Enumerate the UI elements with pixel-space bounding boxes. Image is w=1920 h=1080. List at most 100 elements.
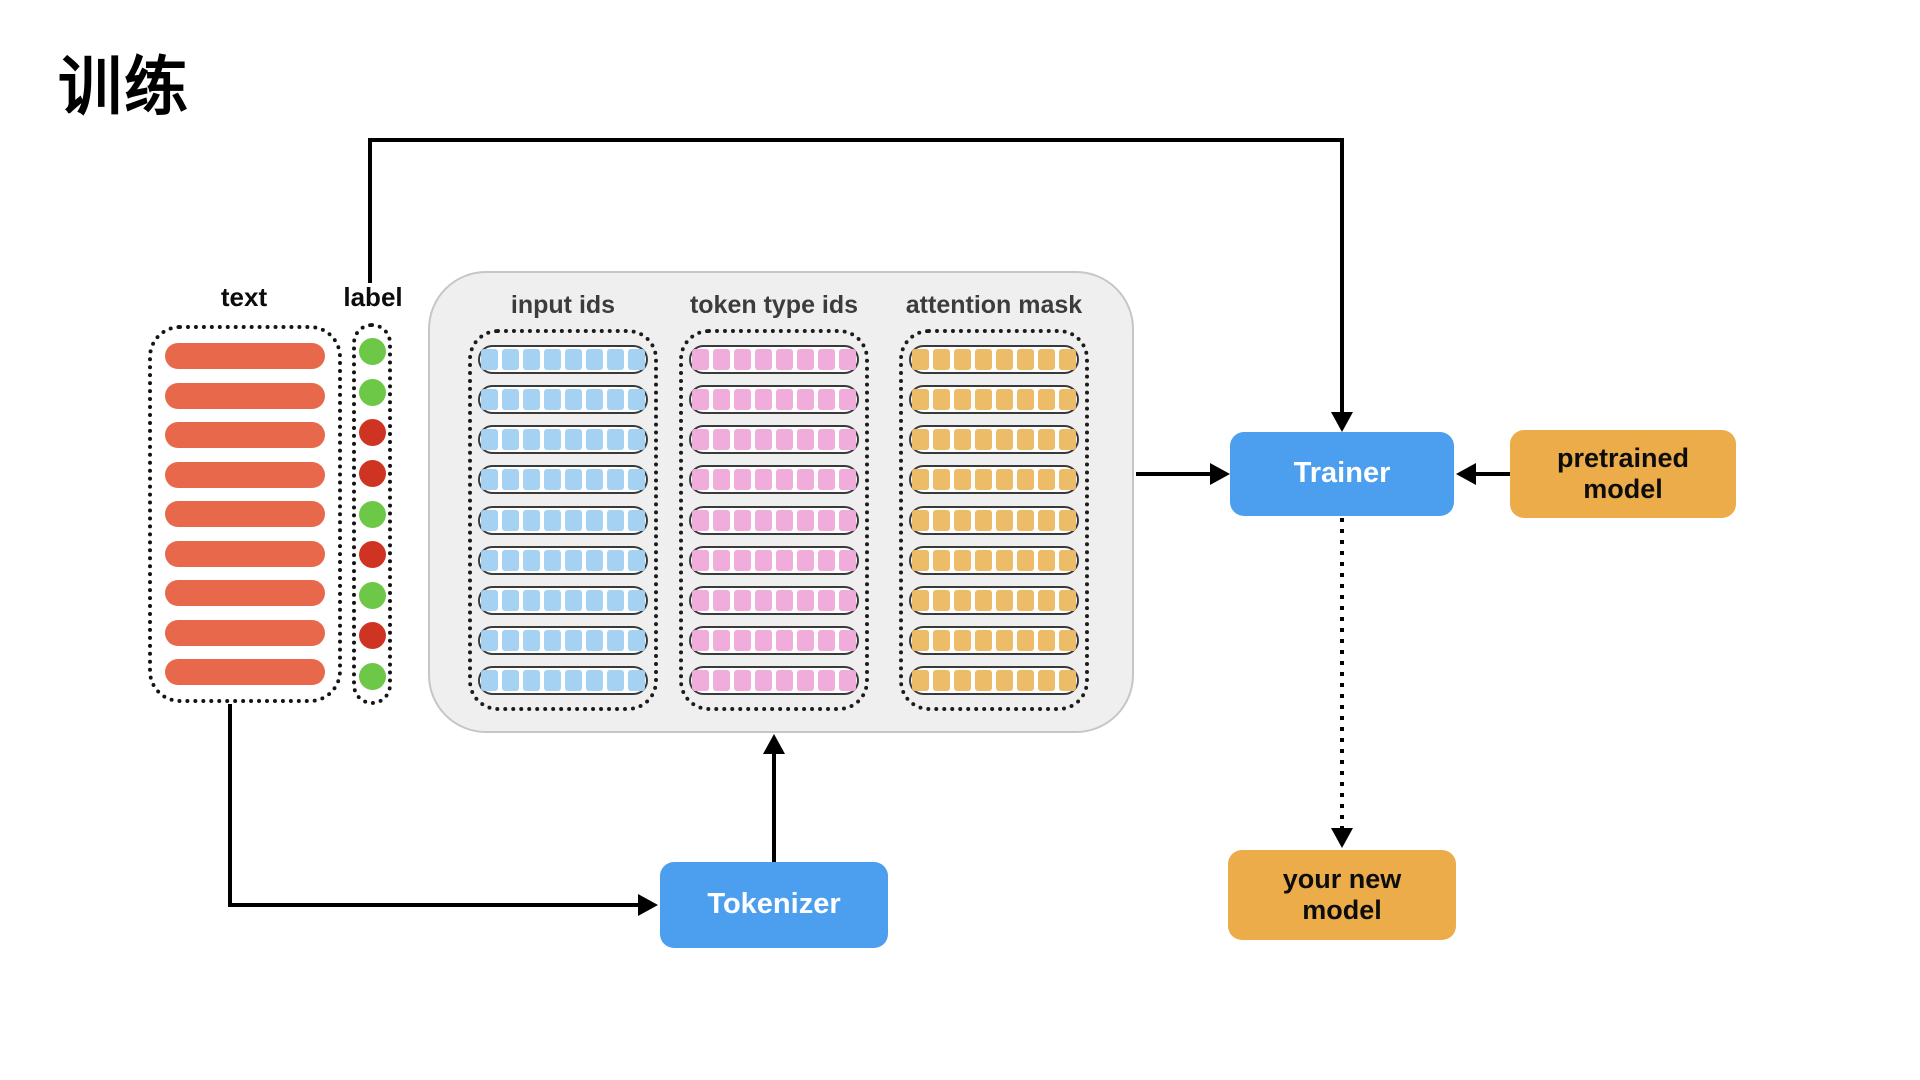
token-square — [818, 389, 835, 411]
token-square — [1017, 349, 1034, 370]
token-square — [975, 389, 992, 411]
token-square — [839, 509, 856, 531]
token-square — [954, 629, 971, 651]
token-square — [628, 429, 645, 451]
token-square — [628, 349, 645, 370]
token-square — [776, 670, 793, 691]
token-square — [818, 349, 835, 370]
token-square — [776, 429, 793, 451]
attention-mask-header: attention mask — [905, 291, 1083, 319]
token-square — [954, 589, 971, 611]
token-square — [839, 389, 856, 411]
token-square — [628, 629, 645, 651]
label-dot-red — [358, 622, 386, 650]
your-new-model-node: your new model — [1228, 850, 1456, 940]
token-square — [776, 589, 793, 611]
label-dot-green — [358, 378, 386, 406]
token-row-pill — [909, 425, 1079, 455]
token-row-pill — [478, 625, 648, 655]
token-square — [1017, 670, 1034, 691]
token-row-pill — [478, 425, 648, 455]
token-square — [818, 509, 835, 531]
token-square — [607, 349, 624, 370]
token-square — [912, 389, 929, 411]
token-square — [1059, 629, 1076, 651]
token-row-pill — [909, 345, 1079, 374]
token-square — [692, 429, 709, 451]
token-square — [755, 429, 772, 451]
token-square — [912, 349, 929, 370]
token-square — [776, 629, 793, 651]
token-square — [607, 389, 624, 411]
token-square — [797, 589, 814, 611]
token-row-pill — [478, 505, 648, 535]
token-square — [1038, 589, 1055, 611]
token-square — [586, 509, 603, 531]
token-square — [502, 549, 519, 571]
input-ids-column: input ids — [468, 273, 658, 731]
token-square — [839, 629, 856, 651]
token-row-pill — [478, 465, 648, 495]
input-ids-box — [468, 329, 658, 711]
token-square — [839, 349, 856, 370]
token-square — [586, 549, 603, 571]
token-square — [565, 589, 582, 611]
token-square — [713, 469, 730, 491]
token-square — [502, 589, 519, 611]
token-square — [797, 670, 814, 691]
trainer-to-newmodel-arrowhead — [1331, 828, 1353, 848]
token-square — [713, 509, 730, 531]
token-square — [975, 429, 992, 451]
token-square — [776, 509, 793, 531]
token-square — [755, 349, 772, 370]
label-dot-green — [358, 581, 386, 609]
token-square — [523, 389, 540, 411]
token-square — [1038, 509, 1055, 531]
page-title: 训练 — [58, 51, 190, 123]
token-square — [755, 549, 772, 571]
label-dot-red — [358, 541, 386, 569]
token-square — [1038, 429, 1055, 451]
token-square — [1038, 670, 1055, 691]
token-square — [713, 549, 730, 571]
token-square — [565, 349, 582, 370]
label-to-trainer-arrowhead — [1331, 412, 1353, 432]
token-row-pill — [689, 385, 859, 415]
token-square — [776, 469, 793, 491]
label-column-label: label — [343, 282, 403, 312]
token-square — [607, 469, 624, 491]
token-square — [755, 670, 772, 691]
token-square — [628, 670, 645, 691]
panel-to-trainer-arrowhead — [1210, 463, 1230, 485]
token-square — [933, 429, 950, 451]
token-square — [839, 549, 856, 571]
tokenized-inputs-panel: input ids token type ids attention mask — [428, 271, 1134, 733]
token-row-pill — [689, 545, 859, 575]
token-square — [607, 509, 624, 531]
token-square — [1017, 469, 1034, 491]
token-square — [544, 469, 561, 491]
token-row-pill — [689, 585, 859, 615]
token-square — [565, 629, 582, 651]
attention-mask-box — [899, 329, 1089, 711]
token-square — [523, 589, 540, 611]
token-square — [502, 629, 519, 651]
token-square — [954, 469, 971, 491]
input-ids-header: input ids — [510, 291, 616, 319]
token-square — [1017, 389, 1034, 411]
token-square — [954, 349, 971, 370]
pretrained-model-node: pretrained model — [1510, 430, 1736, 518]
token-square — [1017, 629, 1034, 651]
token-square — [523, 549, 540, 571]
token-square — [481, 549, 498, 571]
token-square — [523, 349, 540, 370]
token-square — [734, 349, 751, 370]
token-square — [565, 389, 582, 411]
token-row-pill — [909, 385, 1079, 415]
token-square — [975, 549, 992, 571]
token-square — [996, 589, 1013, 611]
token-square — [996, 629, 1013, 651]
token-square — [523, 670, 540, 691]
token-square — [839, 429, 856, 451]
